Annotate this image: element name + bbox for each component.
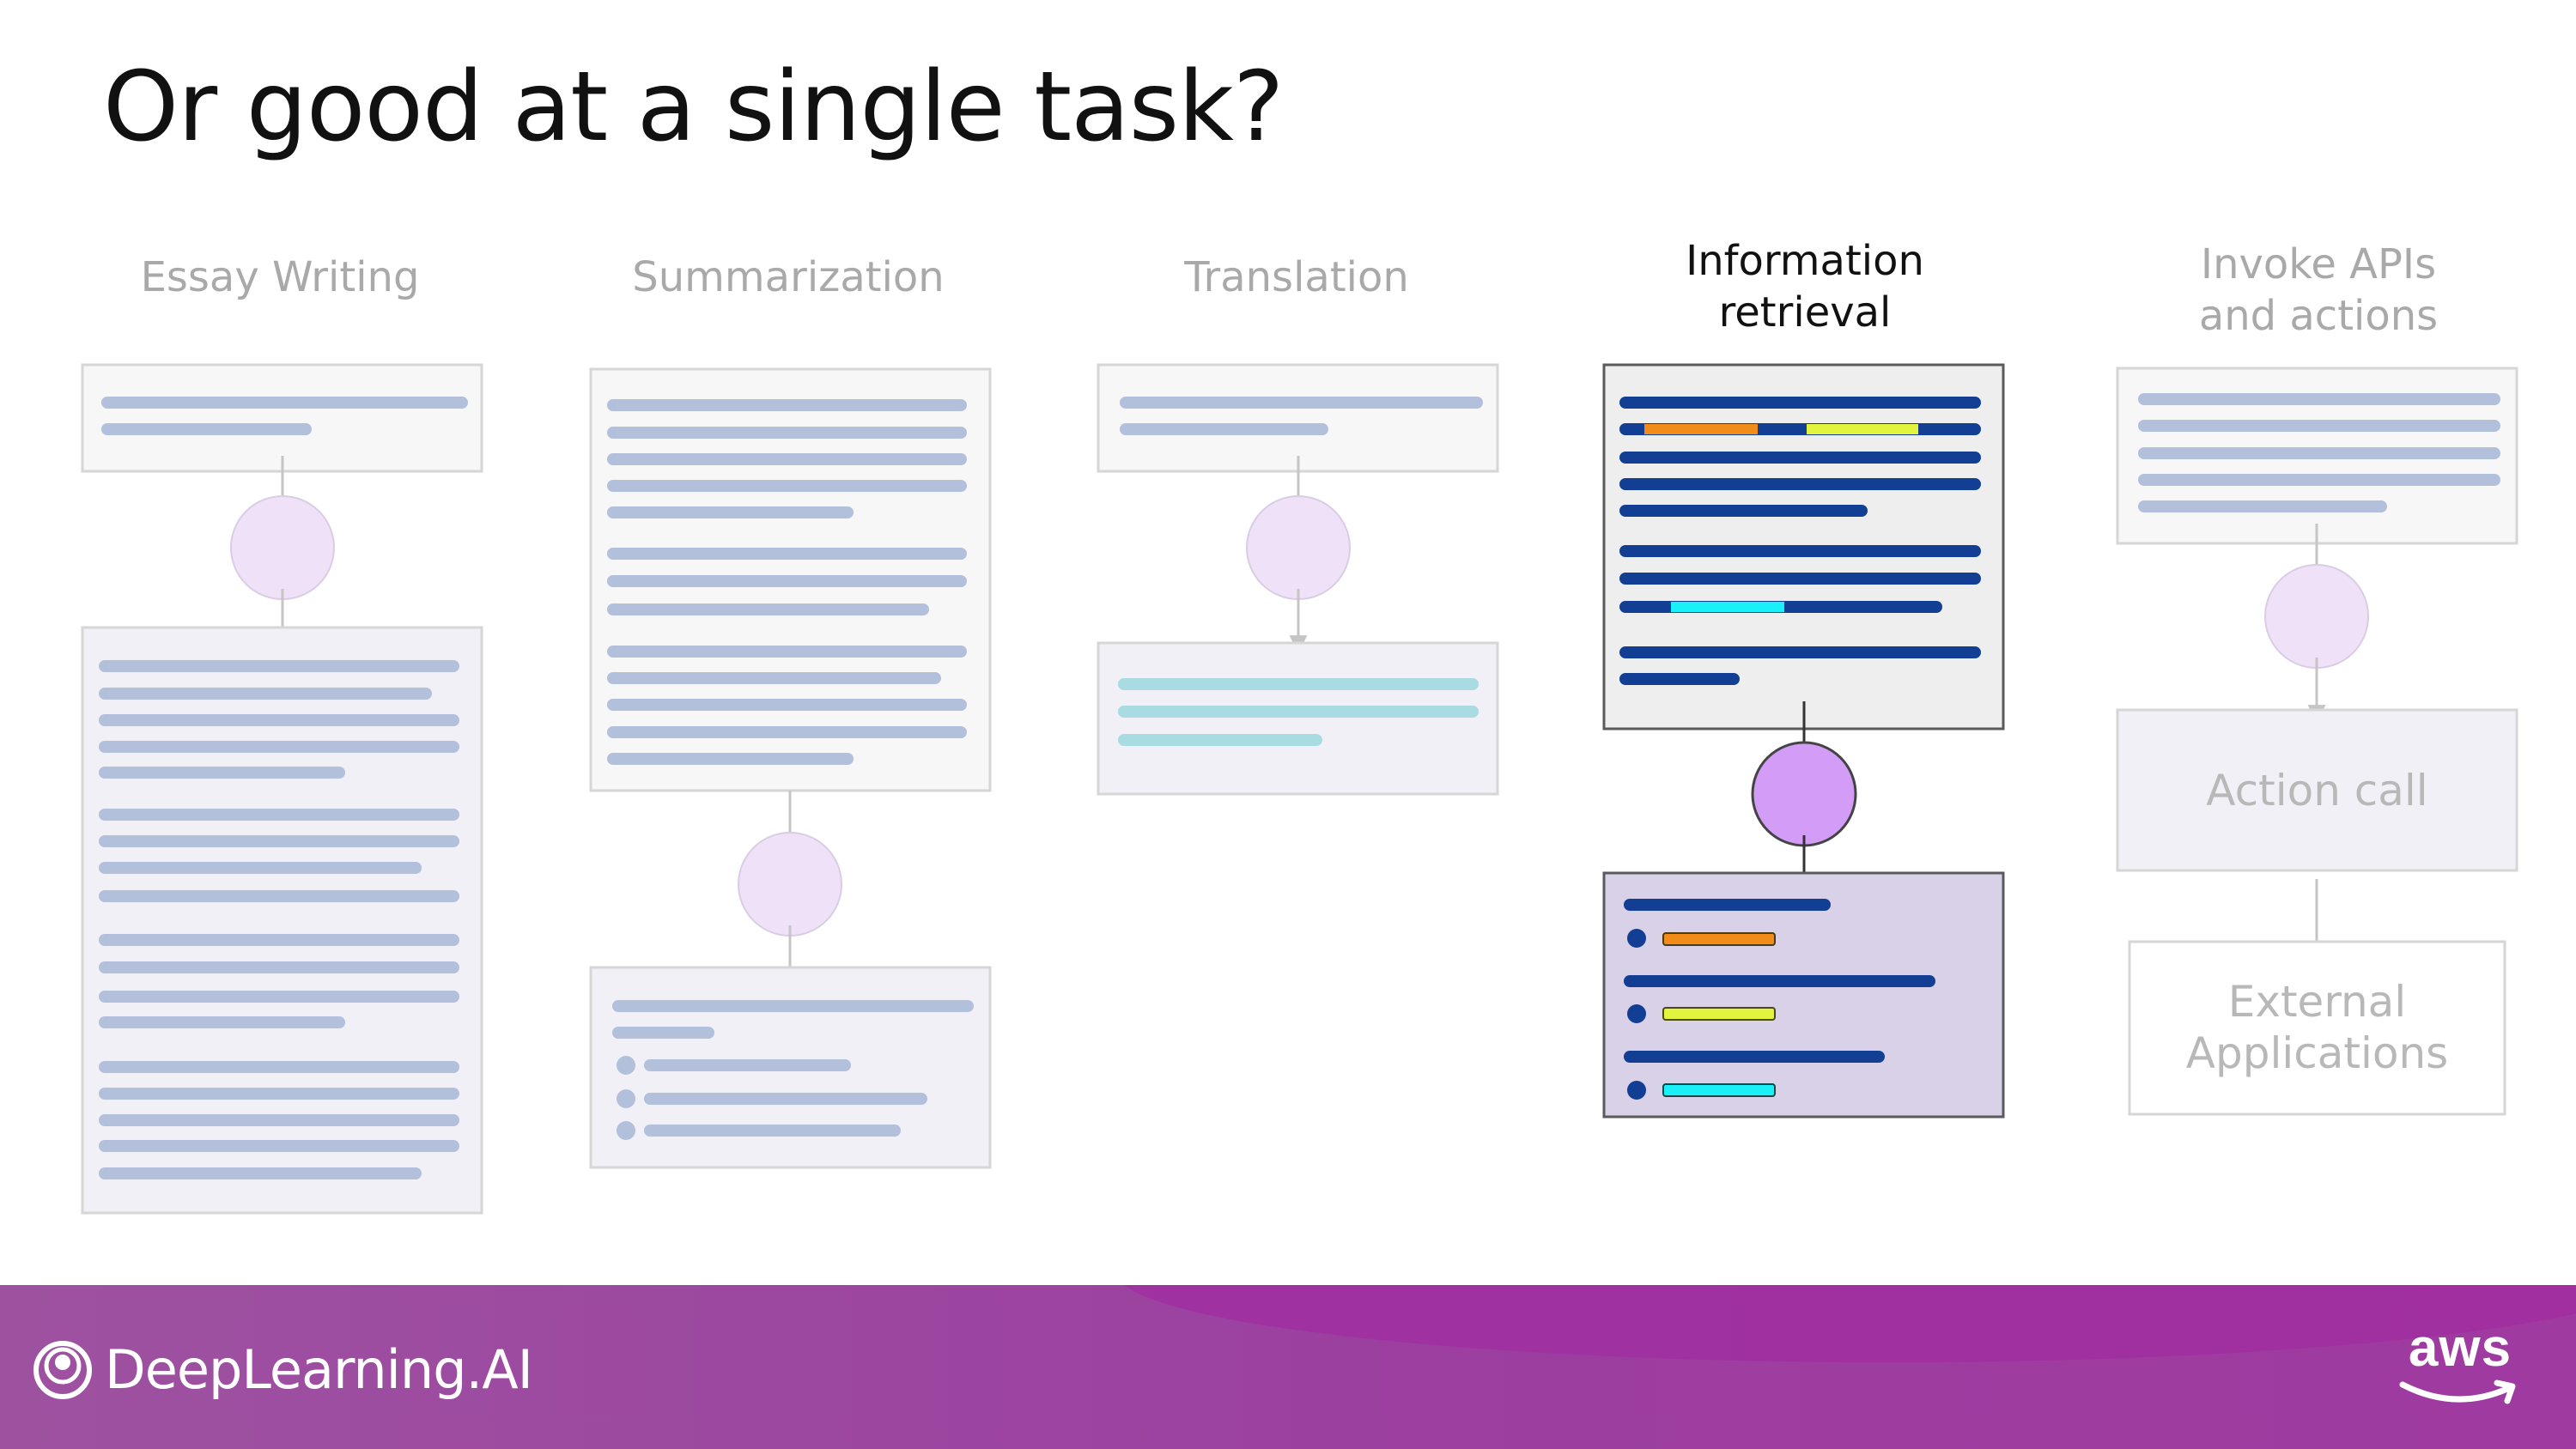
model-circle: [230, 495, 335, 600]
external-applications-label: External Applications: [2185, 977, 2449, 1078]
api-input-lines: [2138, 393, 2500, 512]
model-circle: [738, 832, 842, 937]
bullet: [617, 1056, 635, 1075]
translation-column: [1097, 363, 1499, 796]
result-highlight-yellow: [1662, 1007, 1776, 1021]
model-circle: [1246, 495, 1351, 600]
model-circle: [2264, 564, 2369, 669]
essay-text-lines: [99, 660, 459, 1179]
highlight-yellow: [1807, 424, 1918, 434]
result-highlight-orange: [1662, 932, 1776, 946]
footer-bar: DeepLearning.AI aws: [0, 1285, 2576, 1449]
essay-prompt-box: [81, 363, 483, 473]
action-call-box: [2116, 708, 2518, 872]
deeplearning-ai-logo: DeepLearning.AI: [33, 1338, 533, 1401]
bullet: [1627, 1081, 1646, 1100]
summarization-column: [589, 367, 992, 1169]
deeplearning-ai-logo-icon: [33, 1340, 92, 1399]
result-highlight-cyan: [1662, 1083, 1776, 1097]
information-retrieval-column: [1602, 363, 2005, 1119]
task-diagram: [81, 363, 2518, 1215]
translation-output-box: [1097, 641, 1499, 796]
bullet: [617, 1121, 635, 1140]
retrieval-result-box: [1602, 871, 2005, 1119]
model-circle-active: [1751, 741, 1857, 847]
aws-smile-icon: [2399, 1379, 2516, 1404]
column-label-essay-writing: Essay Writing: [140, 253, 420, 301]
essay-writing-column: [81, 363, 483, 1215]
translation-input-box: [1097, 363, 1499, 473]
column-label-information-retrieval: Information retrieval: [1686, 237, 1924, 336]
highlight-cyan: [1671, 602, 1784, 612]
aws-wordmark: aws: [2408, 1319, 2512, 1378]
bullet: [1627, 1004, 1646, 1023]
column-label-translation: Translation: [1184, 253, 1409, 301]
summary-input-lines: [607, 399, 967, 765]
highlight-orange: [1644, 424, 1758, 434]
brand-name: DeepLearning.AI: [105, 1338, 533, 1401]
footer-wave: [1116, 1285, 2576, 1362]
invoke-apis-column: [2116, 367, 2518, 1116]
column-label-invoke-apis: Invoke APIs and actions: [2198, 240, 2439, 340]
column-label-summarization: Summarization: [632, 253, 945, 301]
external-applications-box: [2128, 940, 2506, 1116]
bullet: [617, 1089, 635, 1108]
summary-output-lines: [612, 1000, 974, 1137]
bullet: [1627, 929, 1646, 948]
slide-title: Or good at a single task?: [103, 52, 1284, 163]
action-call-label: Action call: [2206, 766, 2428, 815]
aws-logo: aws: [2396, 1318, 2524, 1421]
